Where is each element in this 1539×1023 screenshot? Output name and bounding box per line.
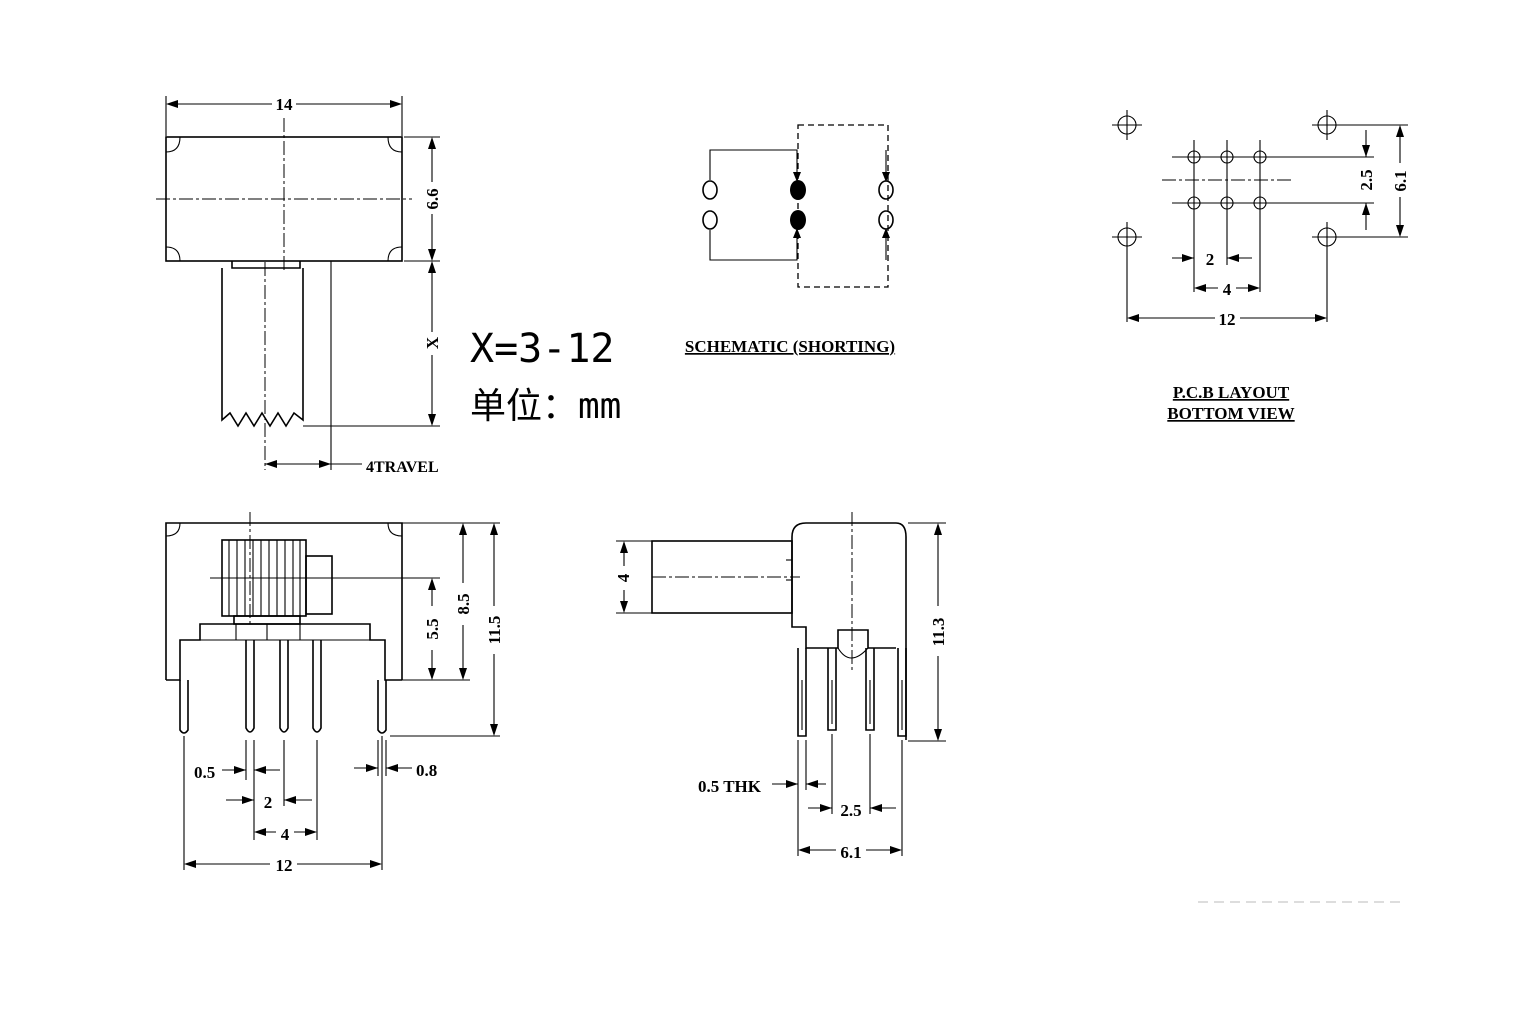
front-dim-mount-span: 12	[276, 856, 293, 875]
pcb-dim-mount-span: 12	[1219, 310, 1236, 329]
side-dim-row-pitch: 2.5	[840, 801, 861, 820]
pcb-dim-pin-span: 4	[1223, 280, 1232, 299]
top-dim-width: 14	[276, 95, 294, 114]
front-view: 0.5 0.8 2 4 12 5.5	[165, 512, 504, 875]
pcb-dim-pitch: 2	[1206, 250, 1215, 269]
pcb-layout: 2 4 12 2.5 6.1 P.C.B LAYOUT BOTTOM VIEW	[1112, 110, 1410, 423]
front-dim-pin-span: 4	[281, 825, 290, 844]
top-dim-stem: X	[423, 336, 442, 349]
side-dim-knob: 4	[614, 573, 633, 582]
top-view: 14 6.6 X 4TRAVEL	[156, 95, 442, 476]
side-dim-mount-rows: 6.1	[840, 843, 861, 862]
front-dim-body-height: 5.5	[423, 618, 442, 639]
pcb-dim-row-pitch: 2.5	[1357, 169, 1376, 190]
front-dim-pitch: 2	[264, 793, 273, 812]
front-dim-knob-height: 8.5	[454, 593, 473, 614]
schematic-label: SCHEMATIC (SHORTING)	[685, 337, 895, 356]
x-range-note: X=3-12	[470, 326, 615, 372]
front-dim-total-height: 11.5	[485, 616, 504, 645]
front-dim-mount-width: 0.8	[416, 761, 437, 780]
schematic: SCHEMATIC (SHORTING)	[685, 124, 895, 356]
side-view: 4 0.5 THK 2.5	[614, 512, 948, 862]
side-dim-thickness: 0.5 THK	[698, 777, 762, 796]
top-dim-height: 6.6	[423, 188, 442, 209]
unit-note: 单位：mm	[470, 386, 621, 427]
front-dim-pin-width: 0.5	[194, 763, 215, 782]
top-dim-travel: 4TRAVEL	[366, 459, 439, 476]
pcb-label-line2: BOTTOM VIEW	[1167, 404, 1294, 423]
pcb-label-line1: P.C.B LAYOUT	[1173, 383, 1290, 402]
pcb-dim-mount-rows: 6.1	[1391, 170, 1410, 191]
side-dim-total-height: 11.3	[929, 618, 948, 647]
